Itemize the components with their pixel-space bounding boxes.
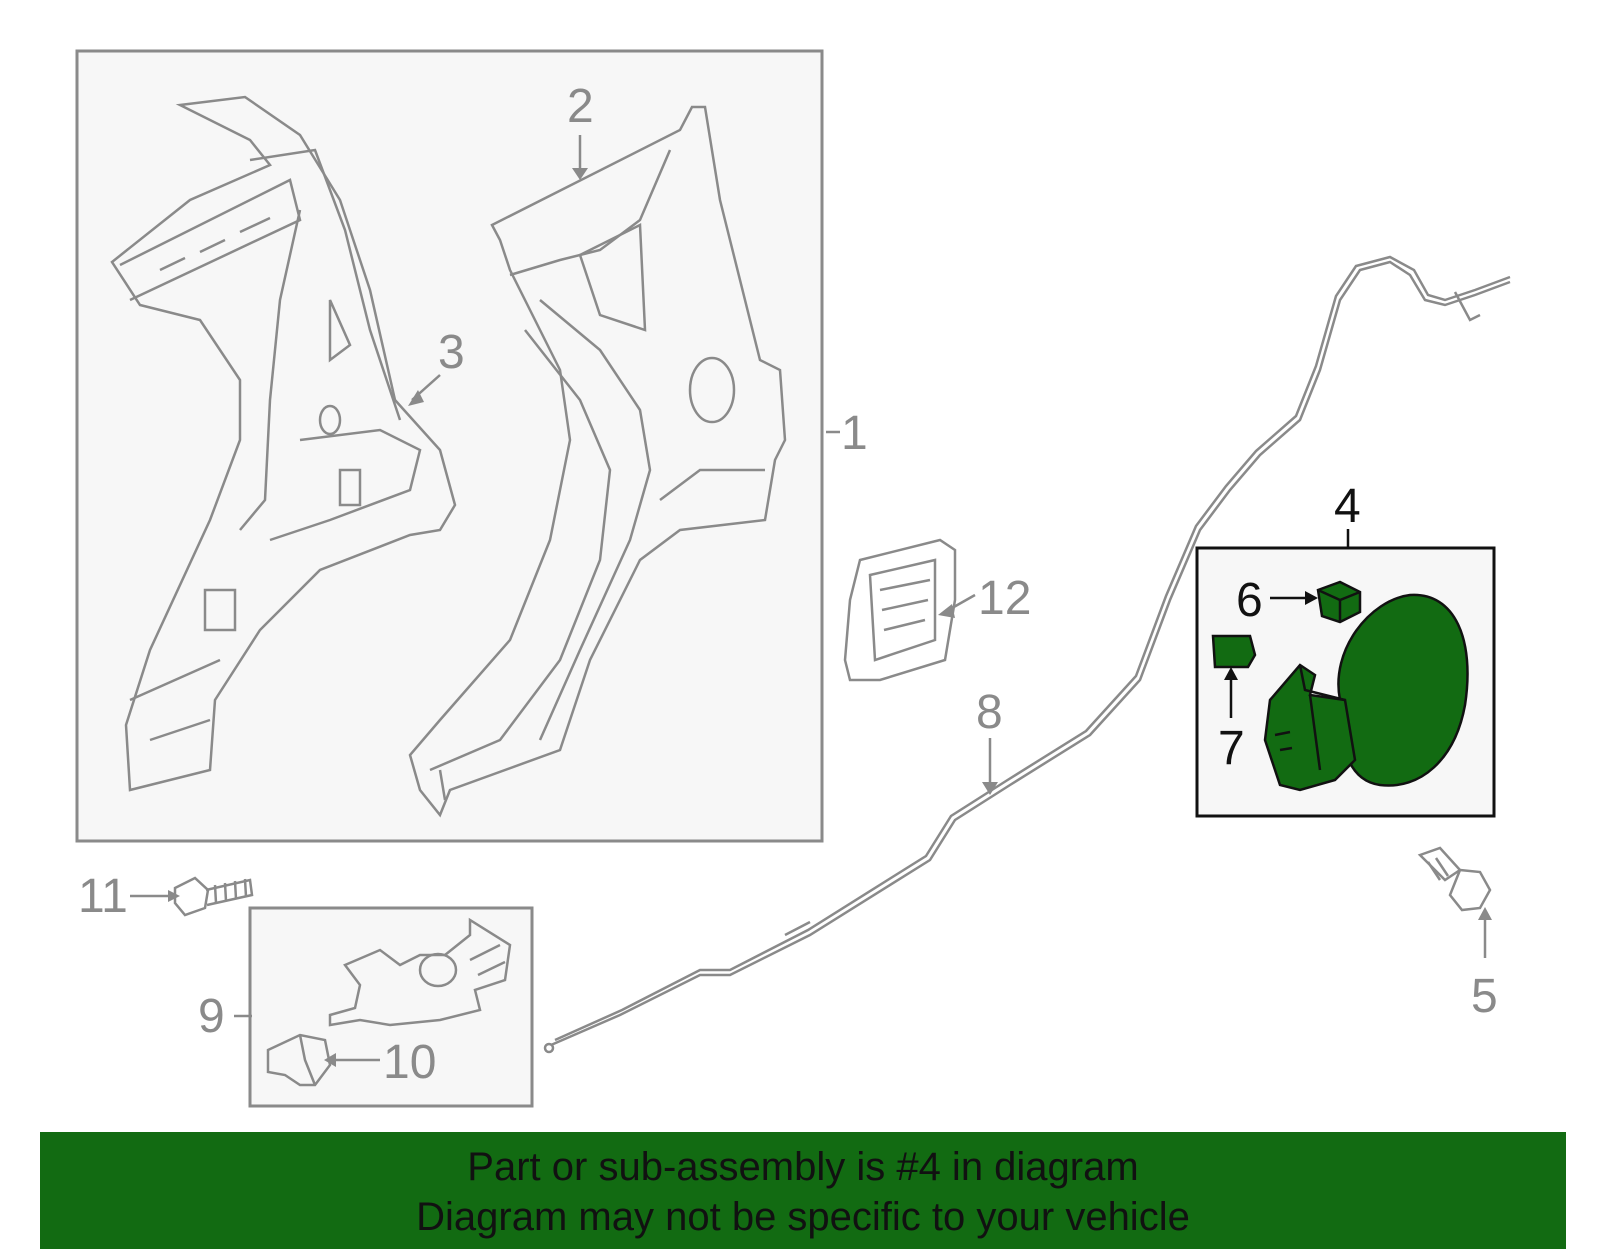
leader-lines-black — [1229, 529, 1350, 718]
assembly-box-1 — [75, 49, 824, 843]
release-cable-part-8 — [543, 255, 1511, 1054]
callout-8: 8 — [976, 686, 1003, 739]
callout-12: 12 — [978, 572, 1031, 625]
callout-10: 10 — [383, 1036, 436, 1089]
bolt-part-5 — [1417, 846, 1492, 912]
fuel-door-part-4 — [1263, 593, 1469, 792]
callout-7: 7 — [1218, 722, 1245, 775]
filler-housing-part-12 — [843, 538, 957, 682]
leader-arrowheads-black — [1224, 591, 1318, 680]
bumper-part-10 — [266, 1033, 332, 1087]
callout-9: 9 — [198, 990, 225, 1043]
hinge-assembly-part-9 — [328, 917, 512, 1027]
info-banner: Part or sub-assembly is #4 in diagram Di… — [40, 1132, 1566, 1249]
outer-quarter-panel-part-2 — [408, 105, 787, 818]
callout-1: 1 — [841, 407, 868, 460]
banner-line-1: Part or sub-assembly is #4 in diagram — [467, 1145, 1139, 1189]
callout-6: 6 — [1236, 574, 1263, 627]
inner-quarter-panel-part-3 — [110, 95, 457, 792]
callout-5: 5 — [1471, 970, 1498, 1023]
leader-lines — [130, 135, 1487, 1062]
clip-part-7 — [1211, 634, 1257, 669]
callout-3: 3 — [438, 326, 465, 379]
callout-2: 2 — [567, 80, 594, 133]
bolt-part-11 — [173, 876, 254, 917]
banner-line-2: Diagram may not be specific to your vehi… — [416, 1195, 1190, 1239]
callout-11: 11 — [78, 870, 128, 923]
cap-part-6 — [1316, 580, 1362, 624]
callout-4: 4 — [1334, 480, 1361, 533]
assembly-box-9 — [248, 906, 534, 1108]
leader-arrowheads — [168, 168, 1492, 1067]
